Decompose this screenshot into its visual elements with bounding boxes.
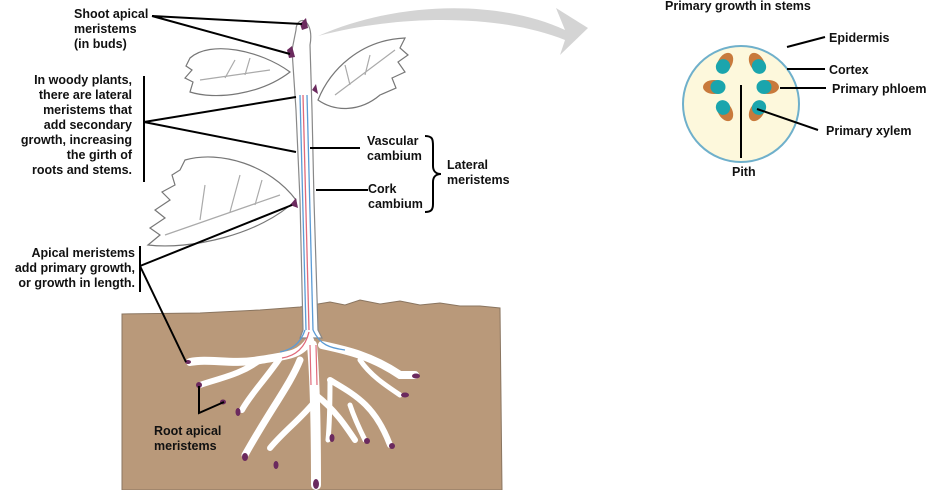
leader-lines: [139, 15, 368, 415]
cork-cambium-label: Cork cambium: [368, 182, 423, 211]
leaf-lower-left: [146, 156, 297, 247]
root-vascular-blue: [279, 329, 306, 353]
vascular-line-blue: [299, 94, 307, 331]
stem: [291, 19, 323, 339]
vascular-bundles: [703, 52, 779, 122]
leaf-upper-right: [317, 37, 409, 110]
lateral-brace: [424, 135, 442, 213]
epidermis-label: Epidermis: [829, 31, 890, 45]
pith-label: Pith: [732, 165, 756, 179]
apical-meristems-label: Apical meristems add primary growth, or …: [14, 246, 135, 290]
primary-xylem-label: Primary xylem: [826, 124, 912, 138]
vascular-line-blue-2: [306, 94, 314, 331]
woody-plants-label: In woody plants, there are lateral meris…: [20, 73, 132, 177]
root-apical-label: Root apical meristems: [154, 424, 222, 453]
root-vascular-red: [281, 331, 310, 359]
cortex-label: Cortex: [829, 63, 869, 77]
stem-cross-section: [682, 36, 826, 163]
leaf-upper-left: [184, 48, 292, 97]
transition-arrow: [318, 8, 588, 55]
meristem-tips: [185, 18, 420, 489]
root-vascular-center: [309, 344, 318, 386]
primary-phloem-label: Primary phloem: [832, 82, 927, 96]
cross-section-title: Primary growth in stems: [665, 0, 811, 13]
vascular-cambium-label: Vascular cambium: [367, 134, 422, 163]
root-vascular-blue-r: [312, 329, 346, 351]
lateral-meristems-label: Lateral meristems: [447, 158, 510, 187]
vascular-line-red: [302, 94, 310, 331]
shoot-apical-label: Shoot apical meristems (in buds): [74, 7, 149, 51]
